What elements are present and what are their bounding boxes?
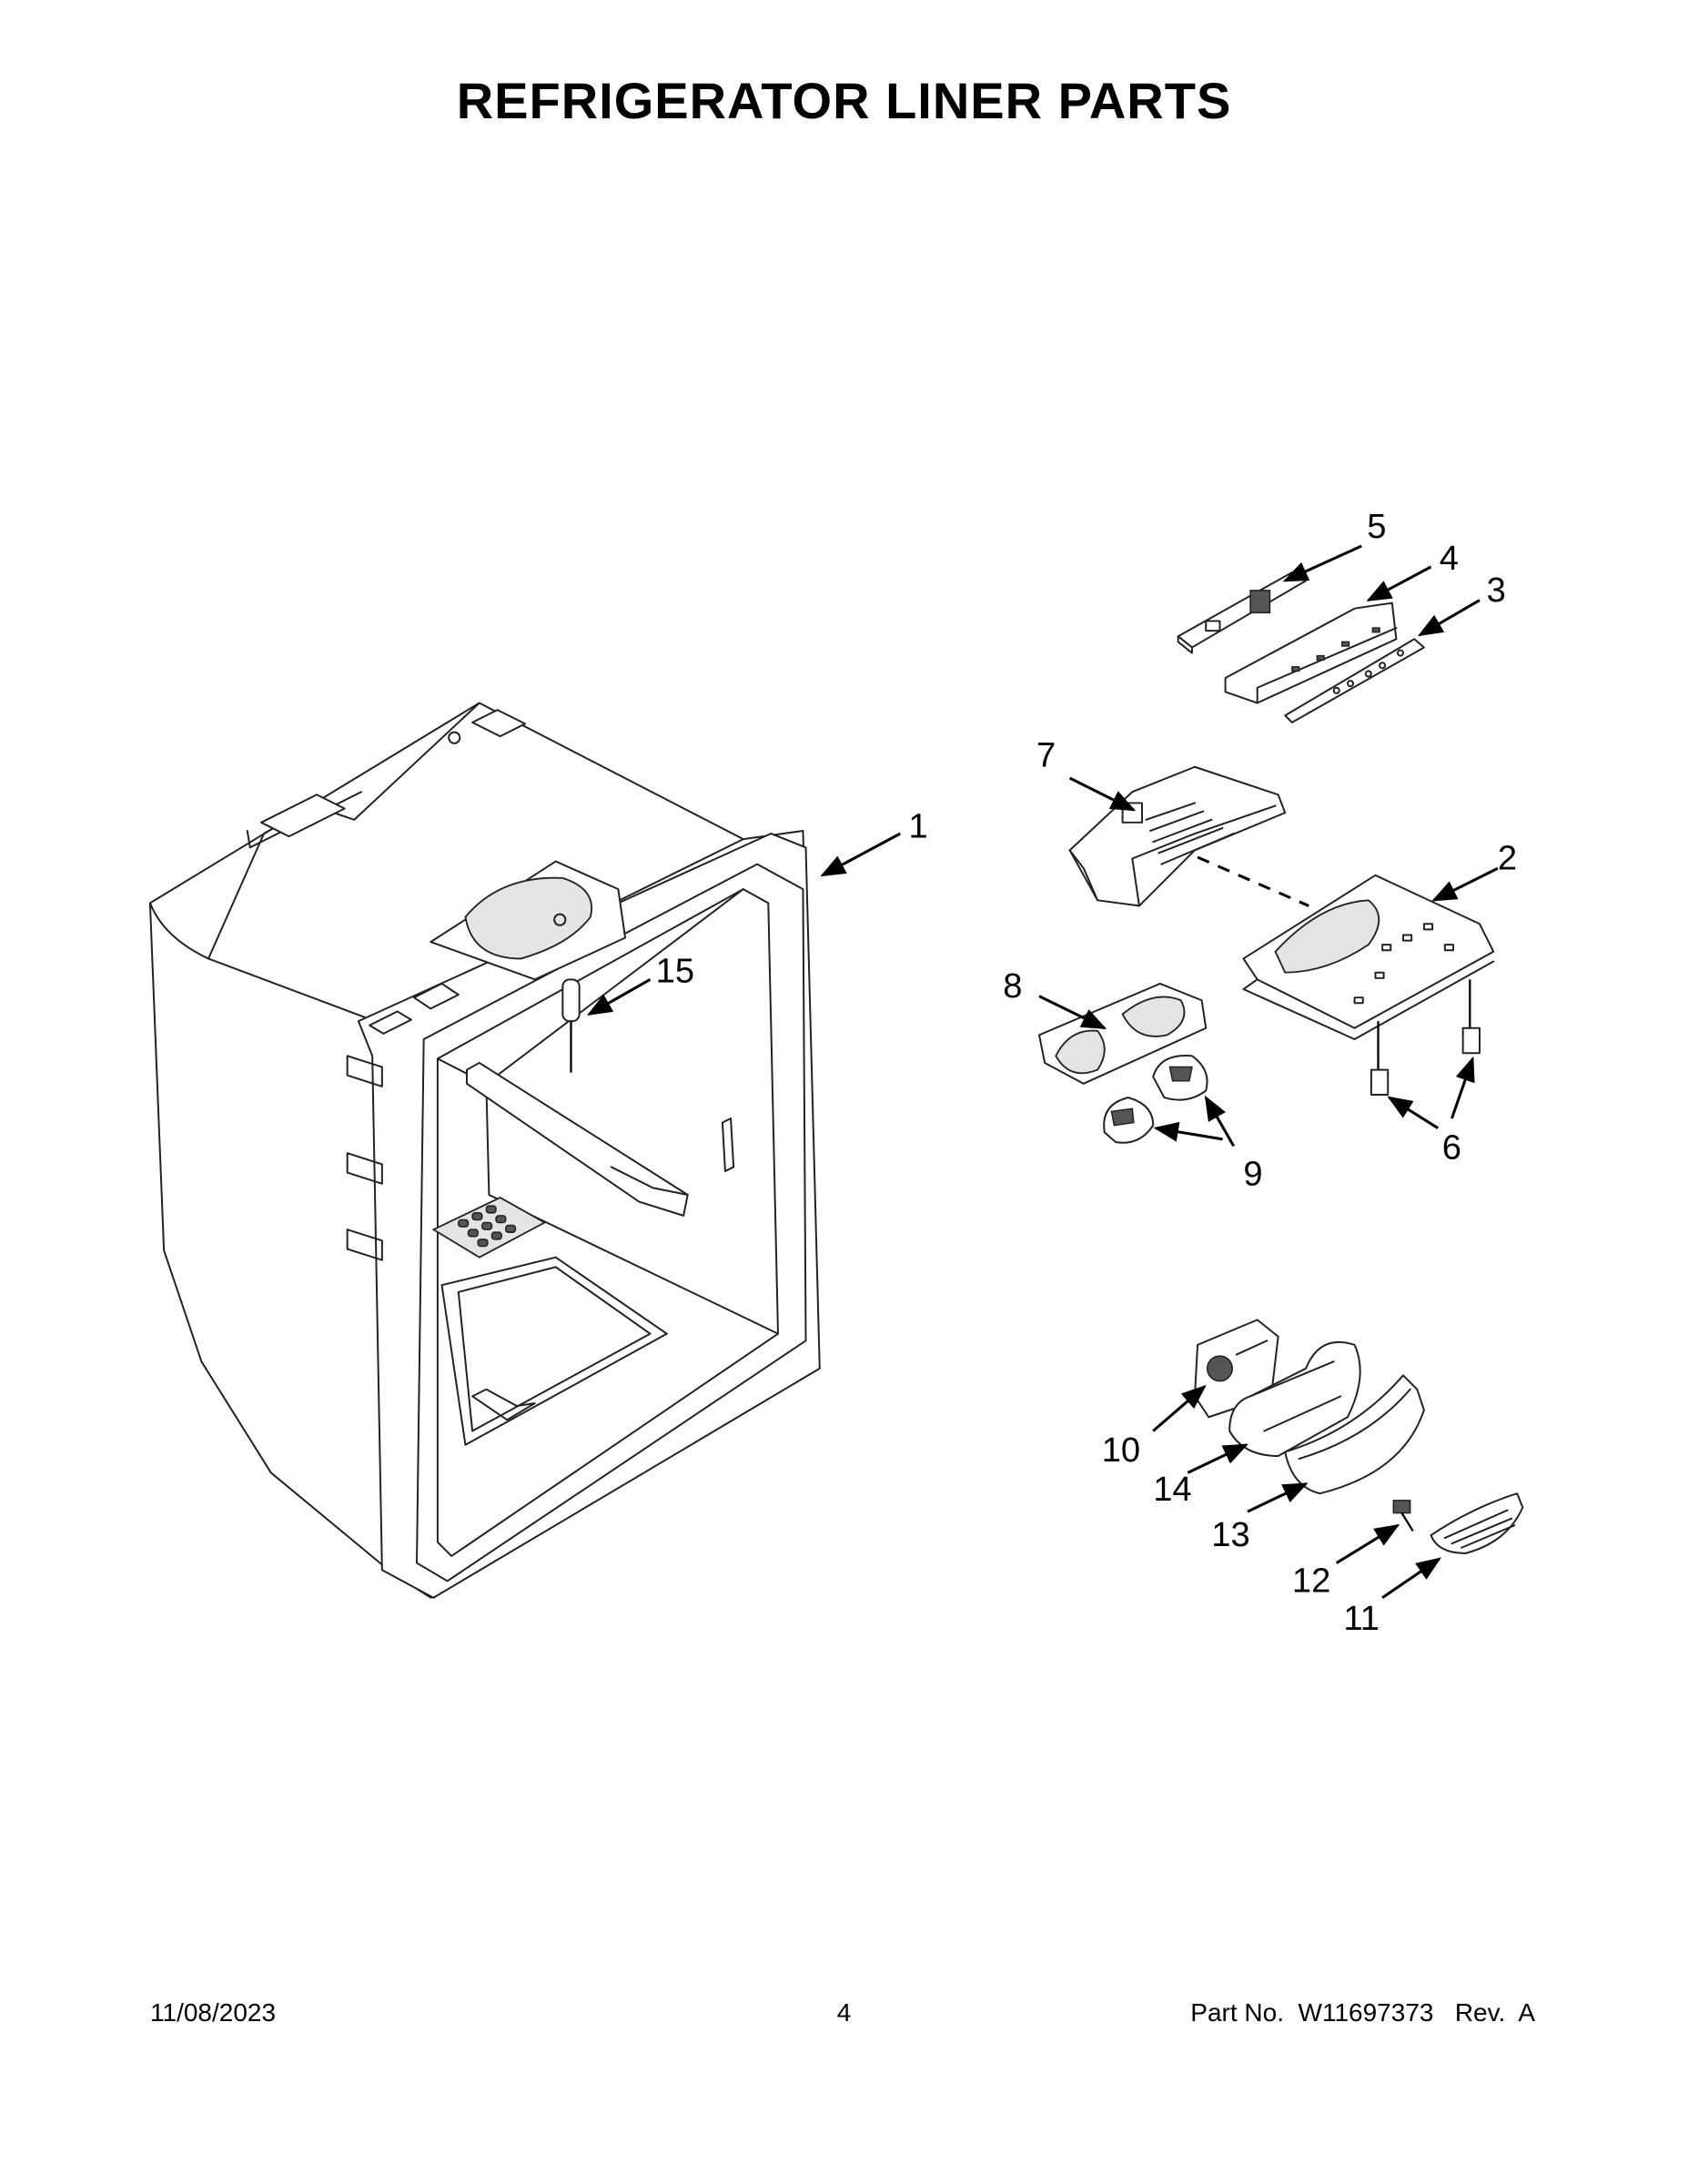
footer-page-number: 4: [836, 1998, 852, 2027]
page-title: REFRIGERATOR LINER PARTS: [456, 72, 1232, 129]
callout-8: 8: [1003, 966, 1022, 1006]
parts-8-9-light: [1038, 982, 1236, 1148]
part-2-cover: [1242, 866, 1499, 1129]
part-number: W11697373: [1298, 1998, 1434, 2027]
callout-13: 13: [1211, 1515, 1249, 1554]
parts-10-14-assembly: [1152, 1319, 1524, 1599]
callout-10: 10: [1102, 1431, 1140, 1470]
callout-labels: 1 2 3 4 5 6 7 8 9 10 11 12 13 14 15: [656, 507, 1517, 1638]
callout-1: 1: [908, 807, 927, 846]
callout-3: 3: [1487, 571, 1506, 610]
callout-4: 4: [1440, 539, 1459, 578]
revision: Rev. A: [1454, 1998, 1535, 2027]
callout-7: 7: [1036, 736, 1056, 775]
footer-date: 11/08/2023: [150, 1998, 277, 2027]
part-15-sensor: [561, 978, 652, 1073]
callout-1-leader: [820, 832, 902, 877]
connector-dashed: [1197, 855, 1309, 907]
callout-9: 9: [1243, 1154, 1262, 1193]
callout-5: 5: [1367, 507, 1386, 546]
part-label: Part No.: [1190, 1998, 1284, 2027]
callout-15: 15: [656, 951, 694, 990]
part-7-air-duct: [1068, 765, 1287, 907]
callout-14: 14: [1153, 1470, 1191, 1509]
parts-3-4-5-control: [1177, 544, 1481, 723]
callout-2: 2: [1498, 839, 1517, 878]
footer-part-number: Part No. W11697373 Rev. A: [1190, 1998, 1535, 2027]
callout-12: 12: [1292, 1562, 1330, 1601]
callout-11: 11: [1343, 1599, 1380, 1638]
refrigerator-liner: [148, 702, 821, 1599]
callout-6: 6: [1442, 1127, 1461, 1167]
